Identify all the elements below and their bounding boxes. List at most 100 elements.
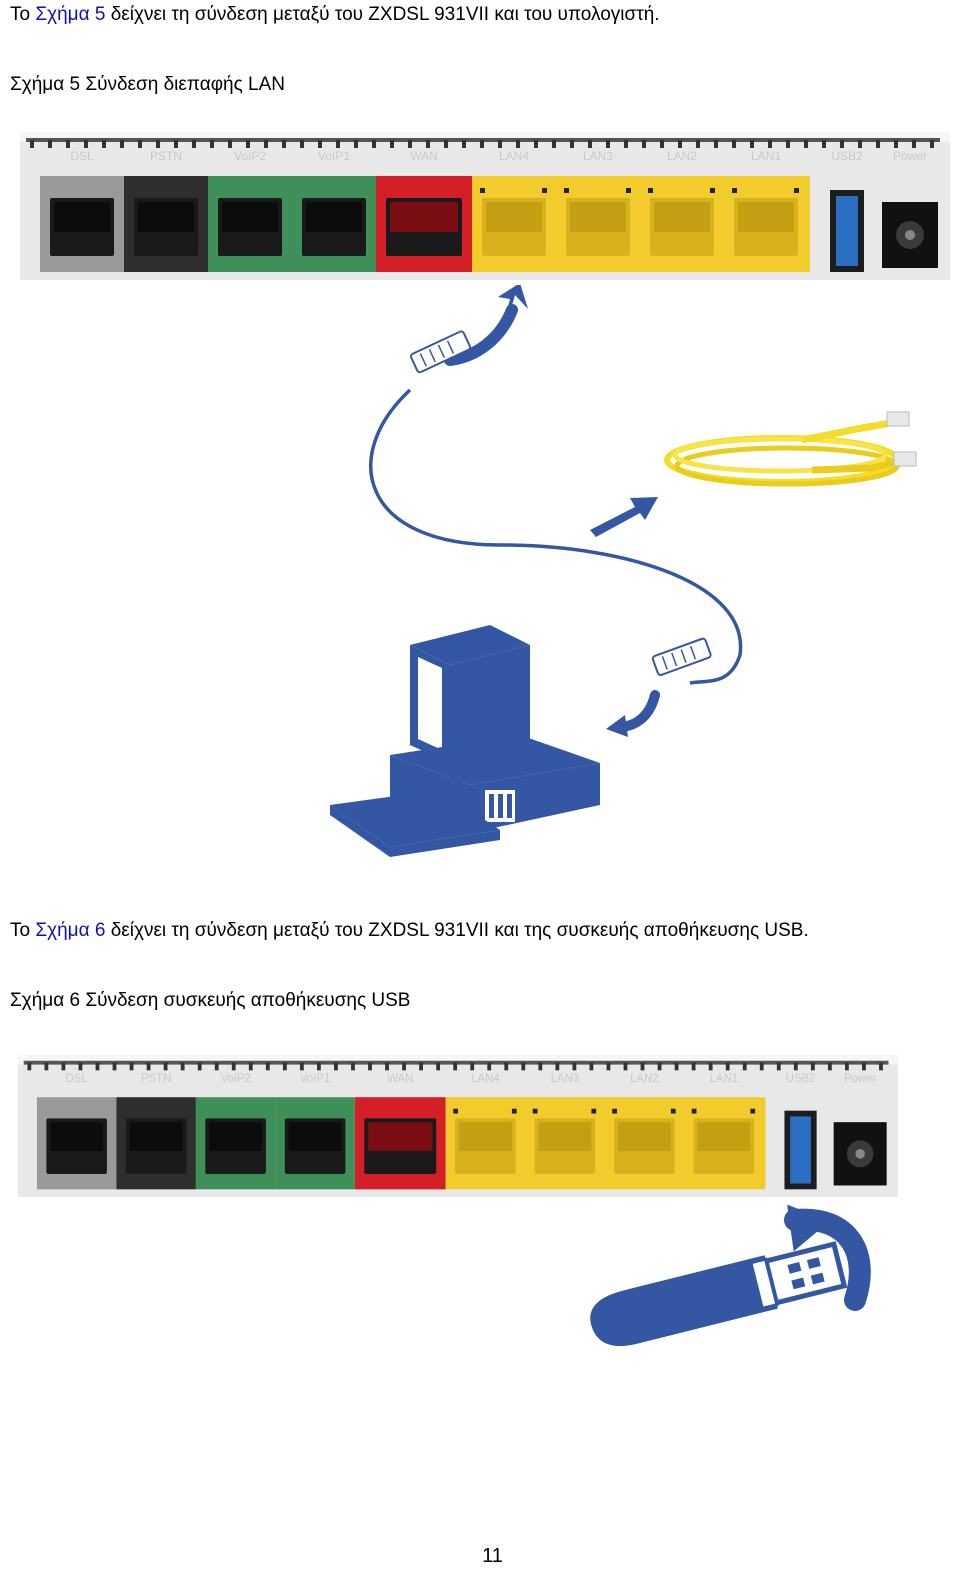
router-back-panel-figure6: DSLPSTNVoIP2VoIP1WANLAN4LAN3LAN2LAN1USB2… bbox=[18, 1055, 898, 1197]
figure6-caption: Σχήμα 6 Σύνδεση συσκευής αποθήκευσης USB bbox=[10, 990, 410, 1012]
port-label-dsl: DSL bbox=[70, 149, 94, 163]
vent-tooth bbox=[249, 1063, 253, 1071]
vent-tooth bbox=[368, 1063, 372, 1071]
vent-tooth bbox=[27, 1063, 31, 1071]
vent-tooth bbox=[624, 140, 628, 148]
port-label-wan: WAN bbox=[387, 1073, 413, 1085]
vent-tooth bbox=[480, 140, 484, 148]
port-dsl bbox=[37, 1097, 116, 1189]
vent-tooth bbox=[732, 140, 736, 148]
port-label-lan4: LAN4 bbox=[471, 1073, 500, 1085]
vent-tooth bbox=[385, 1063, 389, 1071]
vent-tooth bbox=[408, 140, 412, 148]
port-label-lan1: LAN1 bbox=[710, 1073, 738, 1085]
port-label-pstn: PSTN bbox=[150, 149, 182, 163]
vent-tooth bbox=[147, 1063, 151, 1071]
vent-tooth bbox=[804, 140, 808, 148]
vent-tooth bbox=[845, 1063, 849, 1071]
vent-tooth bbox=[79, 1063, 83, 1071]
port-label-voip2: VoIP2 bbox=[220, 1073, 250, 1085]
port-label-voip2: VoIP2 bbox=[234, 149, 266, 163]
vent-tooth bbox=[675, 1063, 679, 1071]
port-label-pstn: PSTN bbox=[141, 1073, 171, 1085]
vent-tooth bbox=[228, 140, 232, 148]
vent-tooth bbox=[858, 140, 862, 148]
vent-tooth bbox=[215, 1063, 219, 1071]
figure5-intro-text: Το Σχήμα 5 δείχνει τη σύνδεση μεταξύ του… bbox=[10, 4, 660, 26]
port-lan1 bbox=[692, 1109, 755, 1174]
vent-tooth bbox=[498, 140, 502, 148]
port-voip2 bbox=[196, 1097, 275, 1189]
vent-tooth bbox=[130, 1063, 134, 1071]
port-row bbox=[40, 176, 938, 272]
vent-tooth bbox=[181, 1063, 185, 1071]
vent-tooth bbox=[534, 140, 538, 148]
vent-tooth bbox=[930, 140, 934, 148]
vent-tooth bbox=[570, 140, 574, 148]
usb-flash-drive-icon bbox=[585, 1238, 846, 1353]
vent-tooth bbox=[113, 1063, 117, 1071]
vent-tooth bbox=[266, 1063, 270, 1071]
vent-tooth bbox=[624, 1063, 628, 1071]
vent-tooth bbox=[336, 140, 340, 148]
vent-tooth bbox=[760, 1063, 764, 1071]
vent-tooth bbox=[198, 1063, 202, 1071]
port-usb2 bbox=[784, 1111, 816, 1190]
port-power bbox=[882, 202, 938, 268]
vent-tooth bbox=[642, 140, 646, 148]
vent-tooth bbox=[572, 1063, 576, 1071]
vent-tooth bbox=[590, 1063, 594, 1071]
direction-arrow-icon bbox=[590, 497, 658, 537]
port-row bbox=[37, 1097, 887, 1189]
vent-tooth bbox=[588, 140, 592, 148]
vent-tooth bbox=[606, 140, 610, 148]
rj45-plug-lower-icon bbox=[652, 638, 711, 676]
vent-tooth bbox=[822, 140, 826, 148]
vent-tooth bbox=[84, 140, 88, 148]
port-pstn bbox=[124, 176, 208, 272]
vent-tooth bbox=[444, 140, 448, 148]
vent-tooth bbox=[462, 140, 466, 148]
port-voip1 bbox=[292, 176, 376, 272]
port-label-power: Power bbox=[844, 1073, 876, 1085]
port-power bbox=[834, 1122, 887, 1185]
vent-tooth bbox=[246, 140, 250, 148]
vent-tooth bbox=[811, 1063, 815, 1071]
vent-tooth bbox=[48, 140, 52, 148]
vent-tooth bbox=[658, 1063, 662, 1071]
port-usb2 bbox=[830, 190, 864, 272]
vent-tooth bbox=[714, 140, 718, 148]
vent-tooth bbox=[210, 140, 214, 148]
vent-tooth bbox=[516, 140, 520, 148]
vent-tooth bbox=[862, 1063, 866, 1071]
port-voip1 bbox=[275, 1097, 354, 1189]
port-label-lan2: LAN2 bbox=[667, 149, 697, 163]
vent-tooth bbox=[62, 1063, 66, 1071]
vent-tooth bbox=[879, 1063, 883, 1071]
vent-tooth bbox=[317, 1063, 321, 1071]
vent-tooth bbox=[678, 140, 682, 148]
port-label-dsl: DSL bbox=[66, 1073, 88, 1085]
computer-icon bbox=[330, 625, 600, 857]
vent-tooth bbox=[372, 140, 376, 148]
vent-tooth bbox=[768, 140, 772, 148]
port-wan bbox=[376, 176, 472, 272]
vent-tooth bbox=[777, 1063, 781, 1071]
figure6-link[interactable]: Σχήμα 6 bbox=[35, 920, 105, 941]
vent-tooth bbox=[552, 140, 556, 148]
port-label-lan2: LAN2 bbox=[630, 1073, 658, 1085]
figure5-link[interactable]: Σχήμα 5 bbox=[35, 4, 105, 25]
vent-tooth bbox=[318, 140, 322, 148]
vent-tooth bbox=[840, 140, 844, 148]
page-number: 11 bbox=[0, 1545, 960, 1568]
figure6-intro-text: Το Σχήμα 6 δείχνει τη σύνδεση μεταξύ του… bbox=[10, 920, 809, 942]
vent-tooth bbox=[120, 140, 124, 148]
intro5-suffix: δείχνει τη σύνδεση μεταξύ του ZXDSL 931V… bbox=[105, 4, 659, 25]
vent-tooth bbox=[390, 140, 394, 148]
port-label-power: Power bbox=[893, 149, 927, 163]
vent-tooth bbox=[192, 140, 196, 148]
vent-tooth bbox=[504, 1063, 508, 1071]
intro5-prefix: Το bbox=[10, 4, 35, 25]
vent-tooth bbox=[232, 1063, 236, 1071]
vent-tooth bbox=[709, 1063, 713, 1071]
